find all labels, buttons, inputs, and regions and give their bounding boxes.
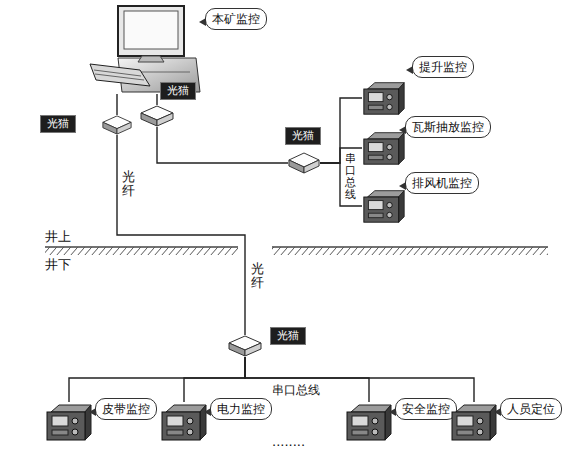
optical-modem: 光猫	[140, 105, 174, 127]
bus-line	[156, 94, 157, 105]
device-icon	[450, 402, 498, 442]
ellipsis: ........	[272, 434, 305, 450]
monitor-device: 人员定位	[450, 402, 498, 442]
bus-line	[184, 357, 245, 402]
modem-icon	[102, 115, 132, 135]
monitor-device: 排风机监控	[362, 188, 406, 224]
callout-bubble: 瓦斯抽放监控	[405, 116, 491, 138]
callout-bubble: 本矿监控	[205, 8, 267, 30]
fiber-label: 光纤	[122, 170, 135, 199]
modem-tag: 光猫	[160, 82, 196, 100]
modem-tag: 光猫	[285, 127, 321, 145]
fiber-label: 光纤	[251, 262, 264, 291]
monitor-device: 瓦斯抽放监控	[362, 130, 406, 166]
bus-line	[245, 357, 369, 402]
bus-line	[69, 357, 245, 402]
bus-line	[245, 357, 474, 402]
device-icon	[345, 402, 393, 442]
optical-modem: 光猫	[102, 115, 132, 135]
callout-bubble: 人员定位	[500, 398, 562, 420]
callout-bubble: 皮带监控	[95, 398, 157, 420]
device-icon	[362, 188, 406, 224]
callout-bubble: 排风机监控	[405, 172, 479, 194]
bus-line	[157, 127, 288, 163]
monitor-device: 皮带监控	[45, 402, 93, 442]
optical-modem: 光猫	[228, 335, 262, 357]
callout-bubble: 电力监控	[210, 398, 272, 420]
bus-label: 串口总线	[345, 153, 356, 201]
modem-tag: 光猫	[270, 327, 306, 345]
modem-icon	[140, 105, 174, 127]
device-icon	[362, 130, 406, 166]
monitor-device: 提升监控	[362, 80, 406, 116]
ground-line	[45, 247, 548, 255]
fiber-line	[117, 135, 245, 335]
underground-label: 井下	[45, 257, 71, 273]
surface-label: 井上	[45, 229, 71, 245]
computer-icon	[90, 6, 200, 92]
monitor-device: 电力监控	[160, 402, 208, 442]
device-icon	[160, 402, 208, 442]
computer-node: 本矿监控	[100, 4, 195, 94]
device-icon	[362, 80, 406, 116]
bus-label: 串口总线	[272, 382, 320, 398]
optical-modem: 光猫	[288, 152, 320, 174]
modem-icon	[288, 152, 320, 174]
callout-bubble: 安全监控	[395, 398, 457, 420]
modem-icon	[228, 335, 262, 357]
device-icon	[45, 402, 93, 442]
bus-line	[116, 94, 117, 115]
callout-bubble: 提升监控	[412, 56, 474, 78]
modem-tag: 光猫	[40, 115, 76, 133]
monitor-device: 安全监控	[345, 402, 393, 442]
